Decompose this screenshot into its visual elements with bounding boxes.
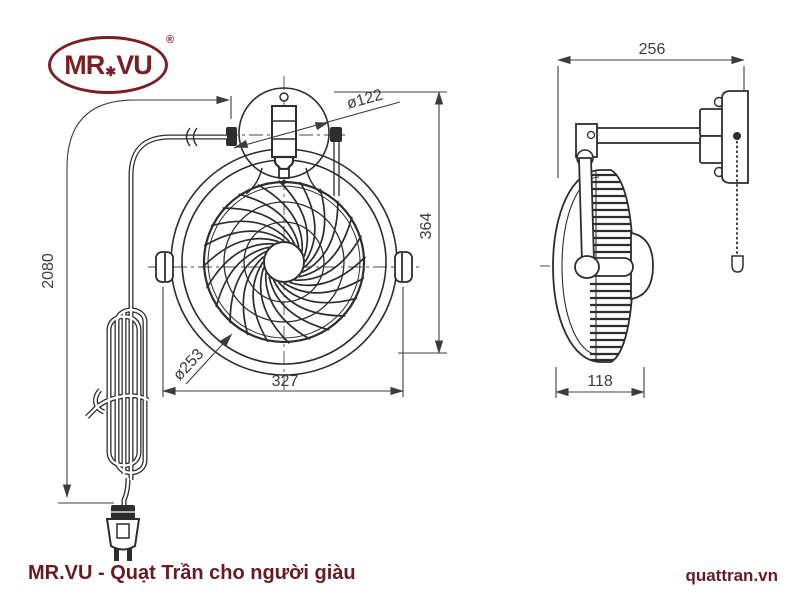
side-grille-ribs	[590, 173, 633, 362]
registered-trademark-icon: ®	[166, 34, 175, 46]
side-pivot-knobs	[155, 251, 413, 283]
mount-arm	[574, 108, 724, 279]
front-view-drawing: ø122 364 327 ø253 2080	[40, 76, 447, 561]
brand-logo: MR ✱ VU	[48, 36, 168, 94]
dim-height-label: 364	[418, 213, 435, 240]
fan-body-side	[552, 169, 654, 363]
dim-body-thickness-label: 118	[587, 373, 613, 390]
dim-cord-length-label: 2080	[40, 253, 57, 289]
dim-mount-diameter-label: ø122	[345, 87, 385, 113]
dim-width-label: 327	[272, 373, 299, 390]
fork-strap	[578, 157, 595, 263]
fan-grille	[197, 175, 371, 349]
mount-head	[226, 87, 342, 196]
power-plug	[105, 505, 141, 561]
logo-text-right: VU	[116, 49, 153, 80]
cord-break-mark	[185, 127, 198, 147]
footer-website-text: quattran.vn	[685, 566, 778, 585]
brand-logo-text: MR ✱ VU	[64, 49, 153, 81]
dim-depth-label: 256	[639, 41, 666, 58]
power-cord	[85, 127, 227, 561]
footer-brand-text: MR.VU - Quạt Trần cho người giàu	[28, 562, 356, 584]
side-view-dimensions	[555, 56, 745, 398]
cord-gland	[226, 127, 237, 146]
pull-chain	[731, 132, 744, 273]
dim-grille-diameter-label: ø253	[170, 346, 207, 384]
side-view-drawing: 256 118	[540, 41, 749, 398]
motor-bulge	[630, 231, 654, 301]
pull-cord-outlet	[330, 127, 342, 196]
logo-star-icon: ✱	[105, 63, 116, 79]
front-view-dimensions	[58, 91, 447, 504]
pivot-knob	[574, 255, 600, 279]
logo-text-left: MR	[64, 49, 105, 80]
fan-hub	[263, 241, 305, 283]
